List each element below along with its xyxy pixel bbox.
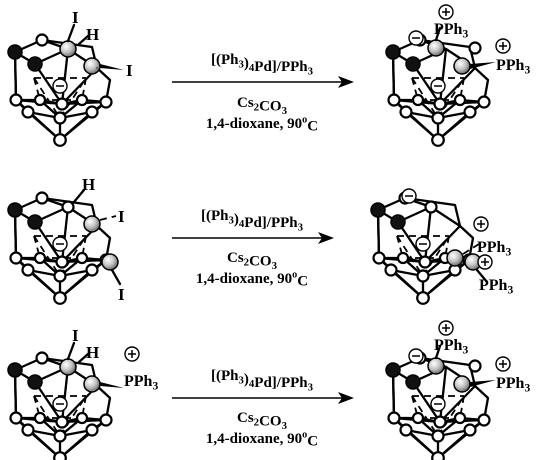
- product-2: PPh3 PPh3: [370, 188, 513, 305]
- reaction-2: H I I [(Ph3)4Pd]/PPh3 Cs2CO3 1,4-dioxane…: [7, 175, 513, 305]
- base-label: Cs2CO3: [237, 95, 288, 117]
- substituent-label: PPh3: [496, 375, 530, 395]
- arrowhead-icon: [318, 232, 334, 244]
- reaction-3: I H PPh3 [(Ph3)4Pd]/PPh3 Cs2CO3 1,4-diox…: [7, 320, 530, 460]
- product-3: PPh3 PPh3: [385, 320, 530, 460]
- substituent-label: PPh3: [477, 239, 511, 259]
- substituent-label: I: [118, 285, 125, 304]
- base-label: Cs2CO3: [227, 250, 278, 272]
- solvent-label: 1,4-dioxane, 90oC: [196, 269, 308, 289]
- substituent-label: I: [126, 61, 133, 80]
- substituent-label: PPh3: [479, 277, 513, 297]
- catalyst-label: [(Ph3)4Pd]/PPh3: [201, 208, 304, 233]
- product-1: PPh3 PPh3: [385, 4, 530, 147]
- substituent-label: H: [82, 175, 95, 194]
- reaction-1: I H I [(Ph3)4Pd]/PPh3 Cs2CO3 1,4-dioxane…: [7, 4, 530, 147]
- substituent-label: H: [86, 25, 99, 44]
- solvent-label: 1,4-dioxane, 90oC: [206, 429, 318, 449]
- substituent-label: PPh3: [434, 337, 468, 357]
- arrowhead-icon: [338, 392, 354, 404]
- conditions-1: [(Ph3)4Pd]/PPh3 Cs2CO3 1,4-dioxane, 90oC: [172, 52, 354, 135]
- catalyst-label: [(Ph3)4Pd]/PPh3: [211, 52, 314, 77]
- reactant-2: H I I: [7, 175, 125, 305]
- reactant-3: I H PPh3: [7, 326, 158, 460]
- reactant-1: I H I: [7, 8, 133, 147]
- base-label: Cs2CO3: [237, 410, 288, 432]
- solvent-label: 1,4-dioxane, 90oC: [206, 114, 318, 134]
- arrowhead-icon: [338, 76, 354, 88]
- substituent-label: H: [86, 343, 99, 362]
- conditions-3: [(Ph3)4Pd]/PPh3 Cs2CO3 1,4-dioxane, 90oC: [172, 368, 354, 450]
- substituent-label: I: [72, 326, 79, 345]
- substituent-label: I: [118, 207, 125, 226]
- substituent-label: PPh3: [496, 57, 530, 77]
- substituent-label: I: [72, 8, 79, 27]
- substituent-label: PPh3: [124, 373, 158, 393]
- catalyst-label: [(Ph3)4Pd]/PPh3: [211, 368, 314, 393]
- conditions-2: [(Ph3)4Pd]/PPh3 Cs2CO3 1,4-dioxane, 90oC: [172, 208, 334, 290]
- substituent-label: PPh3: [434, 21, 468, 41]
